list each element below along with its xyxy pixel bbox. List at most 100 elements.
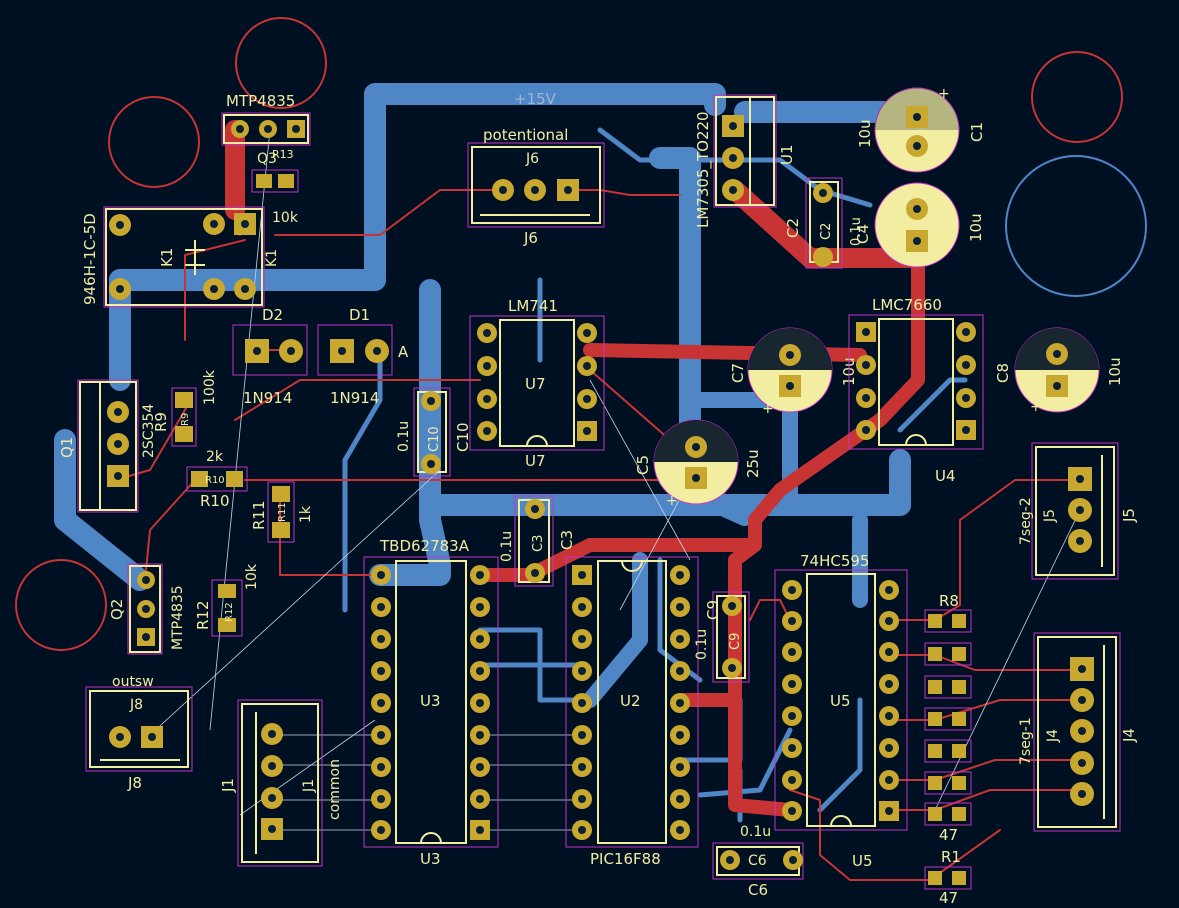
footprint-j5[interactable]: 7seg-2 J5 J5 [1018, 442, 1138, 580]
footprint-r11[interactable]: R11 R11 1k [250, 481, 314, 543]
resistor-array[interactable]: R8 47 [924, 592, 972, 844]
c5-plus: + [666, 493, 678, 509]
c5-ref: C5 [634, 455, 652, 475]
footprint-r13[interactable]: R13 10k [251, 148, 299, 226]
c7-plus: + [762, 401, 774, 417]
footprint-j1[interactable]: J1 J1 common [219, 699, 343, 867]
footprint-c5[interactable]: + C5 25u [634, 419, 762, 509]
footprint-d2[interactable]: D2 1N914 [232, 306, 308, 407]
r11-ref: R11 [250, 500, 268, 530]
footprint-u1[interactable]: LM7305_TO220 U1 [694, 94, 796, 228]
j1-value: common [327, 759, 343, 820]
j6-ref: J6 [525, 151, 539, 167]
u3-pads-left [371, 565, 391, 840]
footprint-q2[interactable]: Q2 MTP4835 [108, 563, 186, 655]
footprint-r10[interactable]: 2k R10 R10 [186, 449, 248, 510]
footprint-j6[interactable]: potentional J6 J6 [467, 126, 605, 247]
c3-ref-fab: C3 [531, 535, 546, 552]
j5-value: 7seg-2 [1018, 497, 1034, 545]
mounting-holes [15, 17, 1147, 651]
c8-value: 10u [1106, 357, 1124, 386]
footprint-j8[interactable]: outsw J8 J8 [85, 674, 193, 792]
footprint-u7[interactable]: LM741 U7 U7 [469, 297, 605, 470]
footprint-c1[interactable]: + 10u C1 [856, 86, 986, 173]
vias [817, 251, 829, 263]
d1-anode: A [398, 343, 409, 361]
q3-ref: Q3 [257, 151, 277, 167]
j6-value: potentional [483, 126, 568, 144]
r12-ref-fab: R12 [224, 602, 235, 622]
footprint-r12[interactable]: R12 R12 10k [194, 563, 260, 637]
u7-value: LM741 [508, 297, 558, 315]
footprint-c4[interactable]: C4 10u [854, 182, 985, 268]
u3-pads-right [470, 565, 490, 840]
c8-plus: + [1030, 399, 1042, 415]
u2-pads-right [670, 565, 690, 840]
u2-ref: U2 [620, 692, 641, 710]
c1-plus: + [938, 86, 950, 102]
c9-ref: C9 [704, 600, 722, 620]
j4-value: 7seg-1 [1018, 717, 1034, 765]
footprint-j4[interactable]: 7seg-1 J4 J4 [1018, 632, 1138, 832]
footprint-q1[interactable]: 2SC354 Q1 [58, 379, 157, 513]
c4-value: 10u [967, 213, 985, 242]
footprint-u5[interactable]: 74HC595 U5 U5 [774, 552, 908, 870]
footprint-c8[interactable]: + C8 10u [994, 327, 1124, 415]
k1-ref: K1 [158, 248, 176, 267]
u1-ref: U1 [778, 144, 796, 165]
footprint-u3[interactable]: TBD62783A U3 U3 [363, 537, 499, 868]
footprint-r9[interactable]: 100k R9 R9 [152, 369, 218, 447]
j6-ref-bottom: J6 [523, 229, 538, 247]
q2-ref: Q2 [108, 599, 126, 620]
footprint-c3[interactable]: 0.1u C3 C3 [499, 495, 576, 587]
footprint-c6[interactable]: 0.1u C6 C6 [712, 824, 804, 899]
footprint-k1[interactable]: 946H-1C-5D K1 K1 [81, 206, 280, 308]
mounting-hole-bottom-copper [1005, 155, 1147, 297]
j4-ref: J4 [1045, 729, 1061, 743]
c10-value: 0.1u [396, 421, 412, 452]
r11-value: 1k [298, 505, 314, 523]
footprint-u2[interactable]: U2 PIC16F88 [565, 556, 699, 868]
c9-ref-fab: C9 [728, 633, 743, 650]
mounting-hole-relay [108, 96, 200, 188]
u2-value: PIC16F88 [590, 850, 661, 868]
c6-value: 0.1u [740, 824, 771, 840]
footprint-u4[interactable]: LMC7660 U4 [848, 296, 984, 485]
c5-value: 25u [744, 449, 762, 478]
c1-ref: C1 [968, 122, 986, 142]
j1-ref-fab: J1 [301, 779, 317, 793]
u3-ref-bottom: U3 [420, 850, 441, 868]
d2-value: 1N914 [243, 389, 292, 407]
q2-value: MTP4835 [170, 585, 186, 650]
c2-ref-fab: C2 [819, 223, 834, 240]
r1-ref: R1 [941, 848, 961, 866]
footprint-r1[interactable]: R1 47 [924, 848, 972, 907]
u5-pads-left [782, 580, 802, 821]
k1-value: 946H-1C-5D [81, 213, 99, 305]
j5-ref-side: J5 [1120, 508, 1138, 523]
j8-ref-bottom: J8 [127, 774, 142, 792]
footprint-c7[interactable]: + C7 10u [729, 327, 858, 417]
footprint-d1[interactable]: D1 A 1N914 [317, 306, 409, 407]
d1-value: 1N914 [330, 389, 379, 407]
c2-value: 0.1u [849, 217, 864, 246]
c1-value: 10u [856, 119, 874, 148]
j8-ref: J8 [129, 697, 143, 713]
r9-ref: R9 [152, 412, 170, 432]
mounting-hole-bottom-left [15, 559, 107, 651]
j5-ref: J5 [1042, 509, 1058, 523]
r11-ref-fab: R11 [277, 502, 288, 522]
c4-ref: C4 [854, 224, 872, 244]
footprint-q3[interactable]: MTP4835 Q3 [221, 92, 311, 167]
k1-ref-fab: K1 [264, 249, 280, 267]
footprint-c10[interactable]: 0.1u C10 C10 [396, 387, 472, 477]
q3-value: MTP4835 [226, 92, 295, 110]
j8-value: outsw [112, 674, 154, 690]
r10-ref-fab: R10 [205, 475, 225, 486]
footprint-c9[interactable]: C9 C9 0.1u [694, 591, 750, 683]
d2-ref: D2 [262, 306, 283, 324]
c8-ref: C8 [994, 363, 1012, 383]
c3-ref: C3 [558, 530, 576, 550]
